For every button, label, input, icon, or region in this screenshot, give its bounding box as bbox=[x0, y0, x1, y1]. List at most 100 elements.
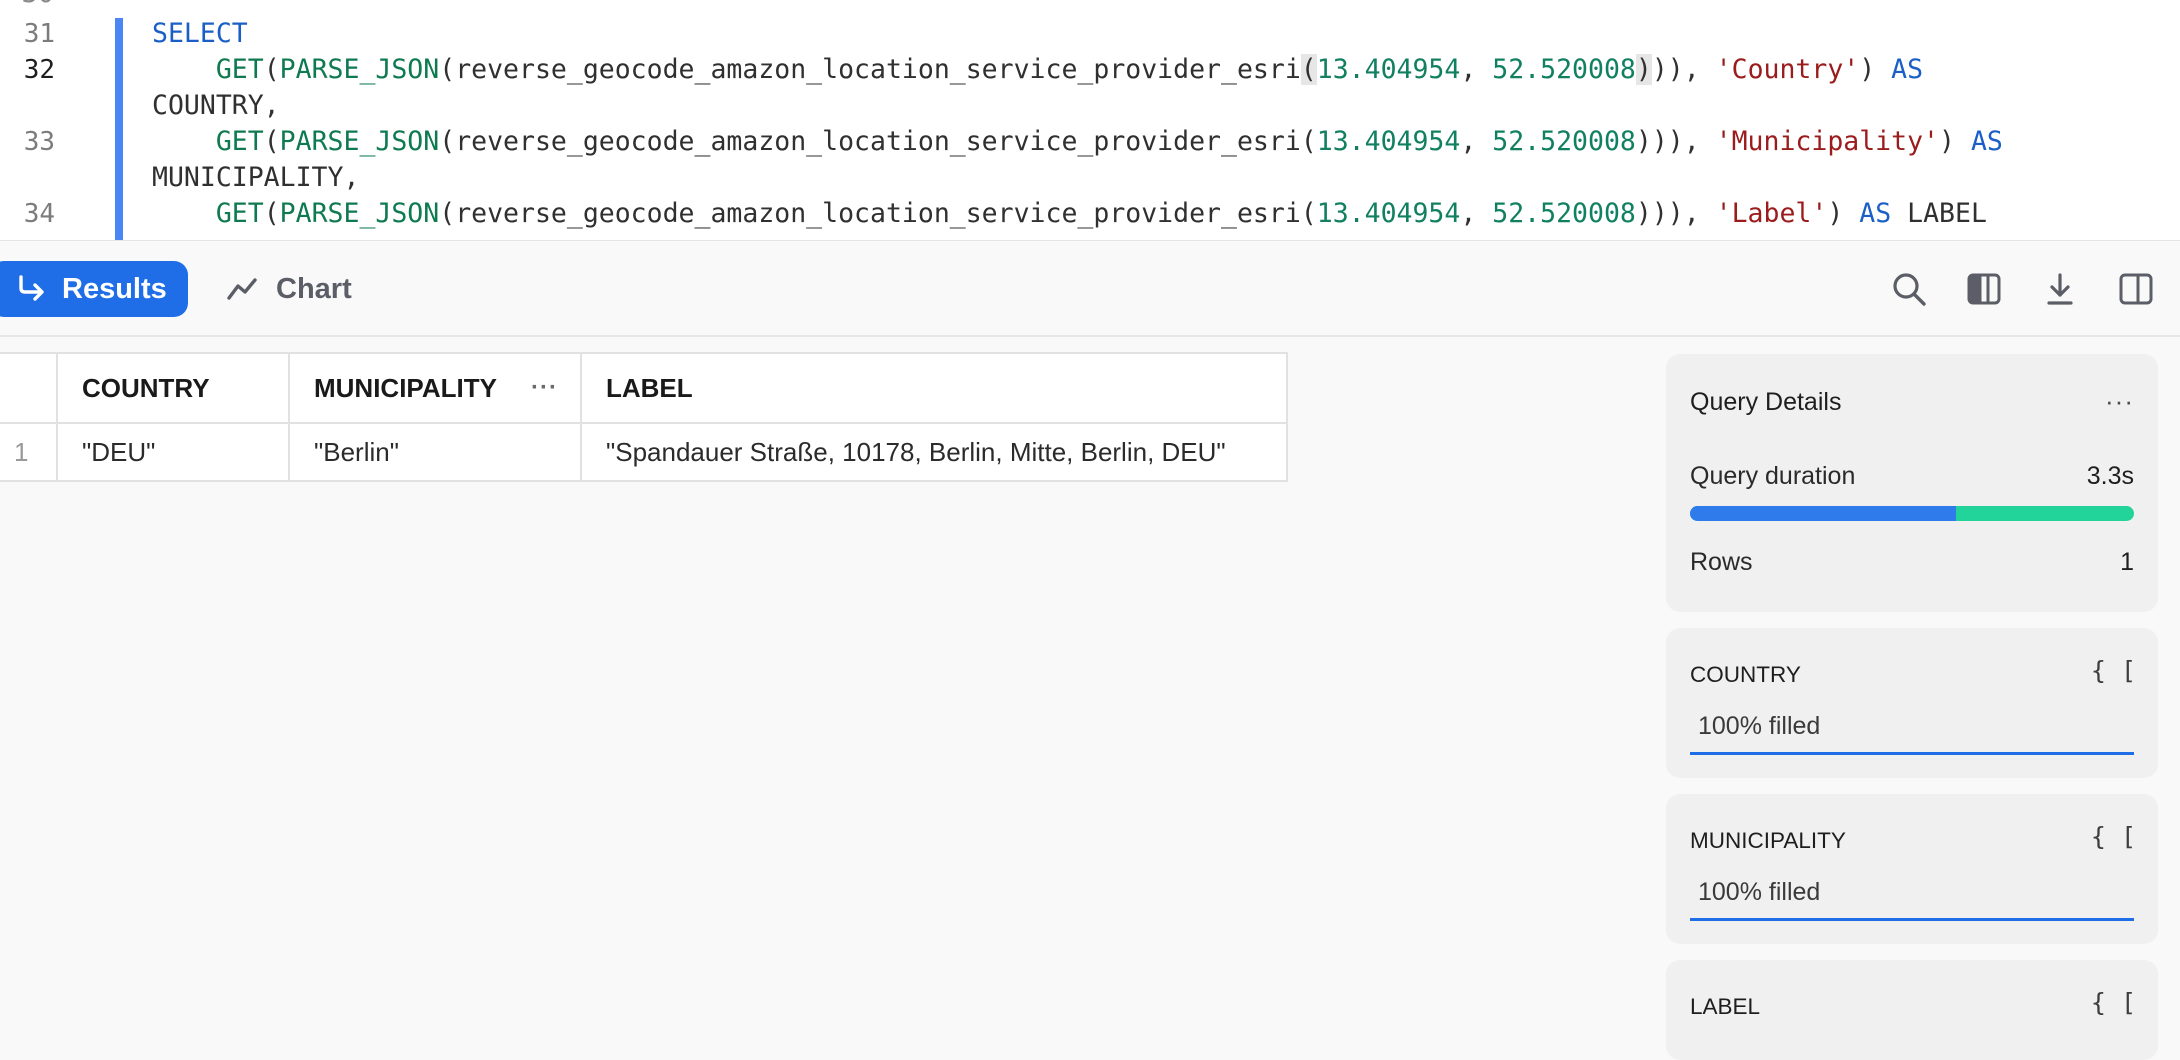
code-token: 'Country' bbox=[1715, 54, 1860, 85]
code-token: ( bbox=[263, 54, 280, 85]
download-button[interactable] bbox=[2040, 269, 2080, 309]
code-token: reverse_geocode_amazon_location_service_… bbox=[455, 126, 1301, 157]
line-chart-icon bbox=[227, 278, 257, 300]
variant-type-icon: { [ bbox=[2090, 822, 2136, 851]
active-statement-bar bbox=[115, 18, 123, 240]
table-cell[interactable]: "Berlin" bbox=[288, 422, 582, 482]
query-details-title: Query Details bbox=[1690, 388, 1842, 416]
variant-type-icon: { [ bbox=[2090, 656, 2136, 685]
code-text: GET(PARSE_JSON(reverse_geocode_amazon_lo… bbox=[152, 196, 1987, 232]
column-card-name: LABEL bbox=[1690, 994, 1761, 1019]
code-token: AS bbox=[1970, 126, 2003, 157]
column-card-country[interactable]: COUNTRY { [ 100% filled bbox=[1666, 628, 2158, 778]
code-text: MUNICIPALITY, bbox=[152, 160, 359, 196]
query-details-card: Query Details ··· Query duration 3.3s Ro… bbox=[1666, 354, 2158, 612]
code-line[interactable]: 34 GET(PARSE_JSON(reverse_geocode_amazon… bbox=[0, 196, 2180, 232]
code-token: 52.520008 bbox=[1492, 54, 1636, 85]
code-token: GET bbox=[215, 54, 264, 85]
column-card-name: COUNTRY bbox=[1690, 662, 1801, 687]
code-token: 52.520008 bbox=[1492, 126, 1636, 157]
search-button[interactable] bbox=[1889, 269, 1929, 309]
rows-value: 1 bbox=[2120, 548, 2134, 576]
line-number-partial: 30 bbox=[0, 0, 100, 9]
code-token: AS bbox=[1859, 198, 1892, 229]
code-token: ( bbox=[439, 54, 456, 85]
line-number: 33 bbox=[23, 127, 55, 157]
code-token: MUNICIPALITY, bbox=[152, 162, 360, 193]
code-token: , bbox=[1460, 198, 1493, 229]
code-token: )), bbox=[1651, 54, 1716, 85]
code-token: LABEL bbox=[1891, 198, 1987, 229]
code-token: 52.520008 bbox=[1492, 198, 1636, 229]
results-toolbar: Results Chart bbox=[0, 241, 2180, 337]
results-table: COUNTRY MUNICIPALITY ··· LABEL 1 "DEU" "… bbox=[0, 352, 1288, 482]
column-header-label-col[interactable]: LABEL bbox=[580, 352, 1288, 424]
sidebar-toggle-icon bbox=[2119, 273, 2153, 305]
query-details-more-icon[interactable]: ··· bbox=[2105, 386, 2134, 416]
code-token: reverse_geocode_amazon_location_service_… bbox=[455, 198, 1301, 229]
code-token: ) bbox=[1939, 126, 1971, 157]
code-token: ( bbox=[263, 126, 280, 157]
line-number: 32 bbox=[23, 55, 55, 85]
line-number: 31 bbox=[23, 19, 55, 49]
column-card-filled: 100% filled bbox=[1698, 878, 1821, 906]
return-arrow-icon bbox=[19, 275, 44, 301]
table-cell[interactable]: "DEU" bbox=[56, 422, 290, 482]
code-token: ))), bbox=[1635, 198, 1716, 229]
code-token: 'Municipality' bbox=[1715, 126, 1940, 157]
column-card-fill-bar bbox=[1690, 918, 2134, 921]
code-text: GET(PARSE_JSON(reverse_geocode_amazon_lo… bbox=[152, 52, 1923, 88]
table-cell[interactable]: "Spandauer Straße, 10178, Berlin, Mitte,… bbox=[580, 422, 1288, 482]
code-token: ))), bbox=[1635, 126, 1716, 157]
column-header-municipality[interactable]: MUNICIPALITY ··· bbox=[288, 352, 582, 424]
code-line[interactable]: 33 GET(PARSE_JSON(reverse_geocode_amazon… bbox=[0, 124, 2180, 160]
code-token: 13.404954 bbox=[1316, 198, 1461, 229]
columns-button[interactable] bbox=[1964, 269, 2004, 309]
table-row[interactable]: 1 "DEU" "Berlin" "Spandauer Straße, 1017… bbox=[0, 422, 1288, 482]
column-header-label: COUNTRY bbox=[82, 372, 210, 403]
rows-label: Rows bbox=[1690, 548, 1753, 576]
code-token: 'Label' bbox=[1715, 198, 1828, 229]
query-duration-bar[interactable] bbox=[1690, 506, 2134, 521]
column-header-label: LABEL bbox=[606, 372, 693, 403]
query-duration-label: Query duration bbox=[1690, 462, 1856, 490]
tab-results-label: Results bbox=[62, 272, 167, 305]
code-text: COUNTRY, bbox=[152, 88, 280, 124]
code-token: 13.404954 bbox=[1316, 126, 1461, 157]
code-token: AS bbox=[1891, 54, 1924, 85]
column-card-municipality[interactable]: MUNICIPALITY { [ 100% filled bbox=[1666, 794, 2158, 944]
code-line[interactable]: 32 GET(PARSE_JSON(reverse_geocode_amazon… bbox=[0, 52, 2180, 88]
code-token: PARSE_JSON bbox=[279, 54, 440, 85]
code-token: ( bbox=[439, 126, 456, 157]
code-text: GET(PARSE_JSON(reverse_geocode_amazon_lo… bbox=[152, 124, 2003, 160]
query-duration-bar-segment bbox=[1690, 506, 1957, 521]
tab-chart[interactable]: Chart bbox=[226, 261, 352, 317]
code-line[interactable]: COUNTRY, bbox=[0, 88, 2180, 124]
code-token: 13.404954 bbox=[1316, 54, 1461, 85]
download-icon bbox=[2047, 273, 2073, 305]
column-card-name: MUNICIPALITY bbox=[1690, 828, 1846, 853]
code-token: ( bbox=[263, 198, 280, 229]
code-token: PARSE_JSON bbox=[279, 126, 440, 157]
code-token: ( bbox=[1300, 54, 1317, 85]
search-icon bbox=[1893, 273, 1926, 306]
row-number-header bbox=[0, 352, 58, 424]
query-duration-value: 3.3s bbox=[2086, 462, 2134, 490]
toggle-sidebar-button[interactable] bbox=[2116, 269, 2156, 309]
code-token: reverse_geocode_amazon_location_service_… bbox=[455, 54, 1301, 85]
column-menu-icon[interactable]: ··· bbox=[531, 374, 558, 401]
column-header-label: MUNICIPALITY bbox=[314, 372, 497, 403]
tab-results[interactable]: Results bbox=[0, 261, 188, 317]
column-card-label[interactable]: LABEL { [ bbox=[1666, 960, 2158, 1060]
code-token: , bbox=[1460, 54, 1493, 85]
code-line[interactable]: MUNICIPALITY, bbox=[0, 160, 2180, 196]
code-token: ) bbox=[1827, 198, 1860, 229]
column-card-fill-bar bbox=[1690, 752, 2134, 755]
code-line[interactable]: 31 SELECT bbox=[0, 16, 2180, 52]
column-header-country[interactable]: COUNTRY bbox=[56, 352, 290, 424]
code-token: SELECT bbox=[152, 18, 248, 49]
code-token: COUNTRY, bbox=[152, 90, 280, 121]
variant-type-icon: { [ bbox=[2090, 988, 2136, 1017]
table-header-row: COUNTRY MUNICIPALITY ··· LABEL bbox=[0, 352, 1288, 424]
